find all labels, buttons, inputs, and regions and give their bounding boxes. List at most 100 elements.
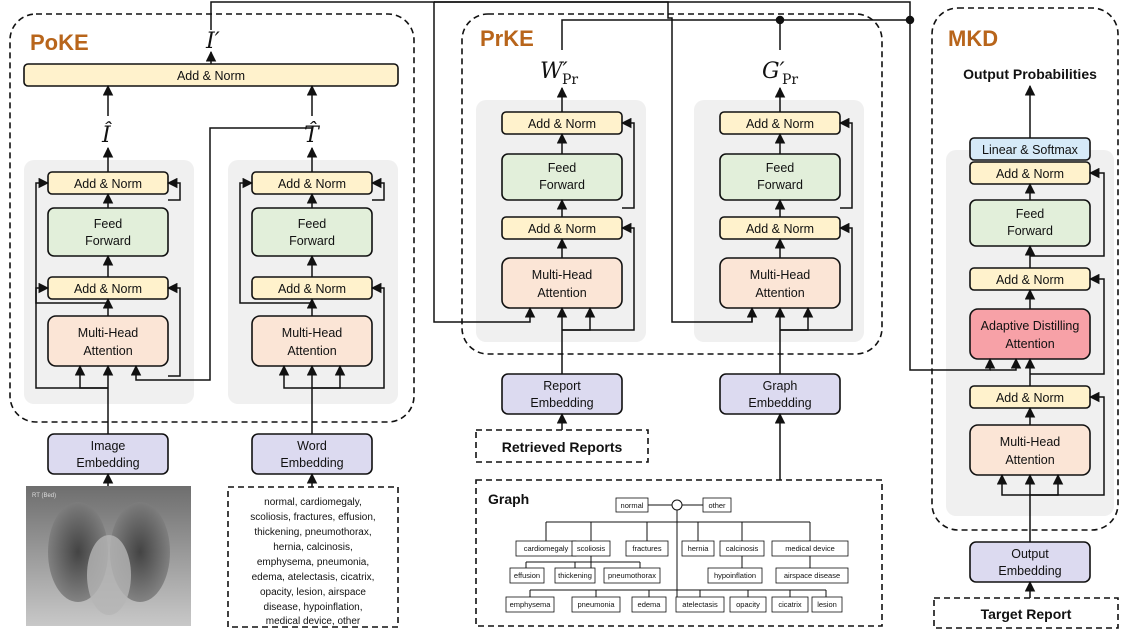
svg-text:medical device: medical device: [785, 544, 835, 553]
svg-text:Feed: Feed: [548, 161, 577, 175]
svg-text:hernia, calcinosis,: hernia, calcinosis,: [273, 542, 352, 553]
poke-section-border: [9, 13, 415, 423]
svg-text:fractures: fractures: [632, 544, 661, 553]
svg-text:Feed: Feed: [1016, 207, 1045, 221]
svg-text:Attention: Attention: [537, 286, 586, 300]
mkd-wires: [996, 84, 1105, 598]
svg-text:scoliosis, fractures, effusion: scoliosis, fractures, effusion,: [250, 512, 375, 523]
target-report-box: [933, 597, 1119, 629]
svg-text:edema: edema: [638, 600, 662, 609]
cross-module-wires: [210, 1, 1022, 371]
poke-title: PoKE: [30, 30, 89, 55]
svg-text:Graph: Graph: [763, 379, 798, 393]
svg-text:Add & Norm: Add & Norm: [278, 282, 346, 296]
svg-text:pneumonia: pneumonia: [577, 600, 615, 609]
svg-text:Forward: Forward: [539, 178, 585, 192]
svg-text:disease, hypoinflation,: disease, hypoinflation,: [264, 602, 363, 613]
svg-text:W′: W′: [540, 59, 568, 84]
svg-text:Add & Norm: Add & Norm: [528, 117, 596, 131]
svg-text:Embedding: Embedding: [280, 456, 343, 470]
svg-text:thickening, pneumothorax,: thickening, pneumothorax,: [254, 527, 371, 538]
svg-text:Add & Norm: Add & Norm: [746, 117, 814, 131]
svg-text:Add & Norm: Add & Norm: [74, 177, 142, 191]
svg-text:Embedding: Embedding: [998, 564, 1061, 578]
word-list-box: [227, 486, 399, 628]
prke-wires: [556, 86, 853, 480]
graph-multi-head-attention: [719, 257, 841, 309]
svg-text:cicatrix: cicatrix: [778, 600, 802, 609]
mkd-multi-head-attention: [969, 424, 1091, 476]
svg-text:Feed: Feed: [298, 217, 327, 231]
svg-text:Forward: Forward: [1007, 224, 1053, 238]
svg-text:Linear & Softmax: Linear & Softmax: [982, 143, 1079, 157]
svg-text:scoliosis: scoliosis: [577, 544, 606, 553]
svg-text:emphysema: emphysema: [510, 600, 552, 609]
image-feed-forward: [47, 207, 169, 257]
svg-text:Add & Norm: Add & Norm: [278, 177, 346, 191]
svg-text:Add & Norm: Add & Norm: [996, 391, 1064, 405]
svg-text:Forward: Forward: [289, 234, 335, 248]
svg-text:hernia: hernia: [688, 544, 710, 553]
svg-text:thickening: thickening: [558, 571, 592, 580]
svg-text:Multi-Head: Multi-Head: [78, 326, 138, 340]
svg-text:Word: Word: [297, 439, 327, 453]
svg-text:cardiomegaly: cardiomegaly: [524, 544, 569, 553]
svg-text:Attention: Attention: [287, 344, 336, 358]
svg-text:edema, atelectasis, cicatrix,: edema, atelectasis, cicatrix,: [252, 572, 375, 583]
svg-text:hypoinflation: hypoinflation: [714, 571, 756, 580]
svg-text:Pr: Pr: [562, 72, 578, 88]
svg-text:Pr: Pr: [782, 72, 798, 88]
svg-text:Forward: Forward: [85, 234, 131, 248]
w-pr-symbol: W′ Pr: [540, 59, 578, 88]
svg-text:Add & Norm: Add & Norm: [996, 273, 1064, 287]
svg-text:Multi-Head: Multi-Head: [532, 268, 592, 282]
report-multi-head-attention: [501, 257, 623, 309]
svg-text:Forward: Forward: [757, 178, 803, 192]
svg-text:Add & Norm: Add & Norm: [746, 222, 814, 236]
svg-text:Embedding: Embedding: [748, 396, 811, 410]
svg-text:opacity: opacity: [736, 600, 760, 609]
svg-text:airspace disease: airspace disease: [784, 571, 840, 580]
mkd-title: MKD: [948, 26, 998, 51]
svg-text:Embedding: Embedding: [530, 396, 593, 410]
svg-text:normal: normal: [621, 501, 644, 510]
svg-text:Report: Report: [543, 379, 581, 393]
poke-wires: [35, 50, 385, 487]
knowledge-graph: normal other cardiomegaly scoliosis frac…: [505, 497, 849, 613]
svg-text:Embedding: Embedding: [76, 456, 139, 470]
svg-text:RT (Bed): RT (Bed): [32, 493, 56, 499]
word-list: normal, cardiomegaly, scoliosis, fractur…: [250, 497, 375, 627]
svg-text:Multi-Head: Multi-Head: [750, 268, 810, 282]
graph-box-title: Graph: [488, 491, 529, 507]
svg-text:effusion: effusion: [514, 571, 540, 580]
svg-text:emphysema, pneumonia,: emphysema, pneumonia,: [257, 557, 369, 568]
chest-xray-image: RT (Bed): [26, 486, 191, 626]
svg-text:Feed: Feed: [766, 161, 795, 175]
i-prime-symbol: I′: [205, 29, 220, 54]
mkd-section-border: [931, 7, 1119, 531]
svg-text:other: other: [708, 501, 726, 510]
prke-title: PrKE: [480, 26, 534, 51]
svg-text:pneumothorax: pneumothorax: [608, 571, 656, 580]
svg-text:Attention: Attention: [1005, 453, 1054, 467]
svg-text:Image: Image: [91, 439, 126, 453]
svg-text:calcinosis: calcinosis: [726, 544, 759, 553]
output-probabilities-label: Output Probabilities: [963, 66, 1097, 82]
svg-text:Add & Norm: Add & Norm: [74, 282, 142, 296]
svg-text:Feed: Feed: [94, 217, 123, 231]
i-hat-symbol: Î: [101, 121, 112, 148]
svg-text:Attention: Attention: [755, 286, 804, 300]
target-report-label: Target Report: [981, 606, 1072, 622]
graph-box: [475, 479, 883, 627]
image-multi-head-attention: [47, 315, 169, 367]
svg-text:Add & Norm: Add & Norm: [996, 167, 1064, 181]
word-feed-forward: [251, 207, 373, 257]
svg-text:Add & Norm: Add & Norm: [528, 222, 596, 236]
t-hat-symbol: T̂: [304, 122, 321, 148]
svg-text:Attention: Attention: [83, 344, 132, 358]
svg-text:normal, cardiomegaly,: normal, cardiomegaly,: [264, 497, 362, 508]
poke-top-add-norm-label: Add & Norm: [177, 69, 245, 83]
adaptive-distilling-attention: [969, 308, 1091, 360]
svg-text:Adaptive Distilling: Adaptive Distilling: [981, 319, 1080, 333]
